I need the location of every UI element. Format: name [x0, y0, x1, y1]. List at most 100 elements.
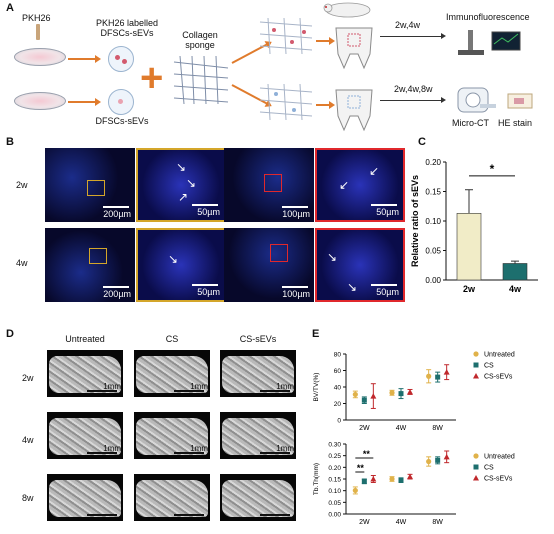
if-image-4w-zoom-red: ↘ ↘ 50µm — [315, 228, 405, 302]
roi-box-red — [270, 244, 288, 262]
scaffold-top-icon — [259, 17, 313, 55]
microscope-icon — [458, 30, 521, 55]
ct-image-4w-cs: 1mm — [134, 412, 210, 459]
ct-image-2w-cs-sevs: 1mm — [220, 350, 296, 397]
y-tick-label: 0.25 — [328, 453, 341, 460]
y-tick-label: 0.20 — [425, 158, 441, 167]
panel-label-e: E — [312, 328, 320, 340]
y-tick-label: 80 — [334, 352, 342, 359]
data-point — [389, 476, 395, 482]
data-point — [370, 393, 377, 399]
data-point — [435, 374, 441, 380]
y-tick-label: 0.15 — [328, 477, 341, 484]
if-image-4w-overview-yellow: 200µm — [45, 228, 135, 302]
arrow-to-tooth-bottom — [316, 101, 335, 109]
y-axis-label: BV/TV(%) — [313, 373, 320, 402]
y-tick-label: 0.05 — [328, 500, 341, 507]
scale-label: 50µm — [197, 207, 220, 217]
if-image-2w-zoom-yellow: ↘ ↘ ↗ 50µm — [136, 148, 226, 222]
arrow-marker-icon: ↘ — [347, 280, 358, 294]
data-point — [398, 391, 404, 397]
legend-label: CS-sEVs — [484, 374, 513, 381]
if-image-2w-overview-yellow: 200µm — [45, 148, 135, 222]
data-point — [407, 388, 413, 395]
y-tick-label: 0.10 — [328, 488, 341, 495]
legend-label: Untreated — [484, 352, 515, 359]
data-point — [407, 473, 413, 480]
scale-label: 1mm — [190, 444, 208, 453]
ct-image-8w-cs — [134, 474, 210, 521]
rat-icon — [323, 2, 371, 18]
x-tick-label: 2w — [463, 284, 476, 294]
petri-dish-labelled-icon — [14, 48, 66, 66]
scale-label: 1mm — [103, 382, 121, 391]
legend-label: Untreated — [484, 454, 515, 461]
arrow-marker-icon: ↙ — [339, 178, 350, 192]
route-bottom-label: 2w,4w,8w — [394, 84, 433, 94]
y-tick-label: 0 — [337, 418, 341, 425]
scale-label: 50µm — [376, 207, 399, 217]
labelled-line2: DFSCs-sEVs — [100, 28, 154, 38]
panel-label-a: A — [6, 2, 14, 14]
labelled-vesicle-icon — [108, 46, 134, 72]
pkh26-label: PKH26 — [22, 13, 51, 23]
legend-marker — [473, 475, 479, 481]
row-label-2w: 2w — [16, 180, 28, 190]
data-point — [352, 487, 358, 494]
y-tick-label: 40 — [334, 385, 342, 392]
panel-label-b: B — [6, 136, 14, 148]
y-tick-label: 0.20 — [328, 465, 341, 472]
bar — [502, 263, 528, 281]
x-tick-label: 2W — [359, 519, 370, 526]
tooth-defect-top-icon — [335, 27, 373, 70]
x-tick-label: 4w — [509, 284, 522, 294]
arrow-to-labelled — [68, 55, 101, 63]
legend-label: CS-sEVs — [484, 476, 513, 483]
x-tick-label: 8W — [432, 519, 443, 526]
bar — [456, 213, 482, 281]
legend-marker — [473, 373, 479, 379]
ct-image-4w-untreated: 1mm — [47, 412, 123, 459]
column-cs: CS — [165, 334, 179, 344]
panel-label-d: D — [6, 328, 14, 340]
x-tick-label: 8W — [432, 425, 443, 432]
arrow-route-bottom — [380, 97, 446, 103]
data-point — [435, 457, 441, 463]
arrow-to-unlabelled — [68, 98, 101, 106]
ct-image-2w-untreated: 1mm — [47, 350, 123, 397]
scale-label: 1mm — [276, 444, 294, 453]
y-tick-label: 0.00 — [328, 512, 341, 519]
arrow-marker-icon: ↘ — [186, 176, 197, 190]
x-tick-label: 4W — [396, 519, 407, 526]
petri-dish-icon — [14, 92, 66, 110]
panel-label-c: C — [418, 136, 426, 148]
column-cs-sevs: CS-sEVs — [239, 334, 277, 344]
legend-marker — [473, 362, 479, 368]
if-image-4w-zoom-yellow: ↘ 50µm — [136, 228, 226, 302]
data-point — [370, 476, 377, 482]
labelled-line1: PKH26 labelled — [95, 18, 159, 28]
vesicle-icon — [108, 89, 134, 115]
scaffold-bottom-icon — [259, 83, 313, 121]
arrow-marker-icon: ↗ — [178, 190, 189, 204]
significance-marker: * — [490, 162, 495, 176]
data-point — [361, 397, 367, 403]
route-top-label: 2w,4w — [395, 20, 421, 30]
collagen-line1: Collagen — [182, 30, 218, 40]
data-point — [389, 390, 395, 396]
x-tick-label: 2W — [359, 425, 370, 432]
arrow-marker-icon: ↘ — [168, 252, 179, 266]
row-label-4w: 4w — [22, 435, 34, 445]
arrow-marker-icon: ↘ — [176, 160, 187, 174]
collagen-mesh-icon — [173, 55, 229, 105]
ct-image-4w-cs-sevs: 1mm — [220, 412, 296, 459]
arrow-route-top — [380, 33, 446, 39]
he-slide-icon — [507, 93, 533, 109]
y-tick-label: 0.00 — [425, 276, 441, 285]
y-tick-label: 60 — [334, 368, 342, 375]
scale-label: 1mm — [103, 444, 121, 453]
data-point — [443, 369, 450, 375]
